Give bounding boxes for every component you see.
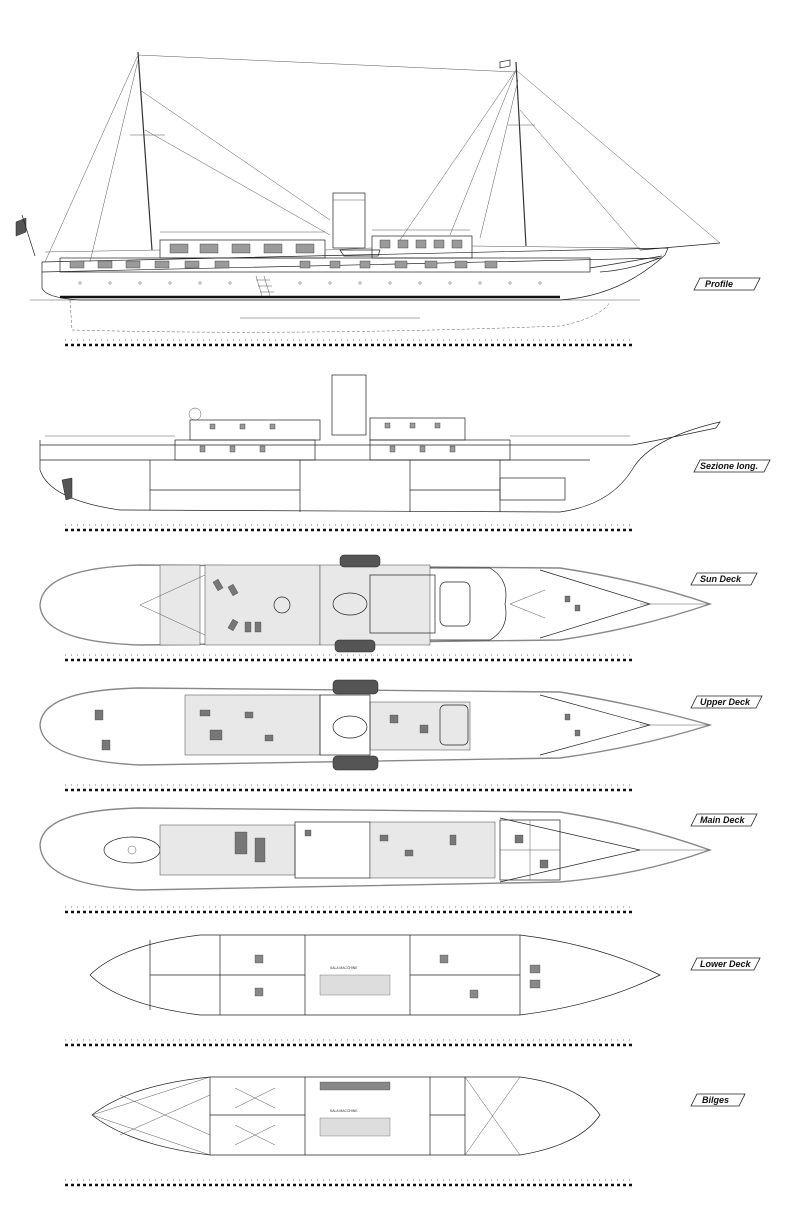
room-label-engine-bilge: SALA MACCHINE [330,1109,358,1113]
profile-view: Profile [15,51,761,347]
svg-text:Upper Deck: Upper Deck [700,697,751,707]
sun-deck-plan: Sun Deck [39,554,758,662]
view-label-sun: Sun Deck [690,572,758,586]
svg-text:Profile: Profile [705,279,733,289]
view-label-upper: Upper Deck [690,695,763,709]
view-label-section: Sezione long. [693,459,771,473]
svg-text:Lower Deck: Lower Deck [700,959,752,969]
upper-deck-plan: Upper Deck [39,679,763,792]
svg-text:Sezione long.: Sezione long. [700,461,758,471]
view-label-lower: Lower Deck [690,957,761,971]
room-label-engine: SALA MACCHINE [330,966,358,970]
view-label-profile: Profile [693,277,761,291]
bilges-plan: SALA MACCHINE Bilges [65,1076,746,1187]
section-view: Sezione long. [39,374,771,532]
svg-text:Sun Deck: Sun Deck [700,574,742,584]
view-label-bilges: Bilges [690,1093,746,1107]
main-deck-plan: Main Deck [39,807,758,914]
view-label-main: Main Deck [690,813,758,827]
svg-text:Main Deck: Main Deck [700,815,746,825]
svg-text:Bilges: Bilges [702,1095,729,1105]
lower-deck-plan: SALA MACCHINE Lower Deck [65,934,761,1047]
